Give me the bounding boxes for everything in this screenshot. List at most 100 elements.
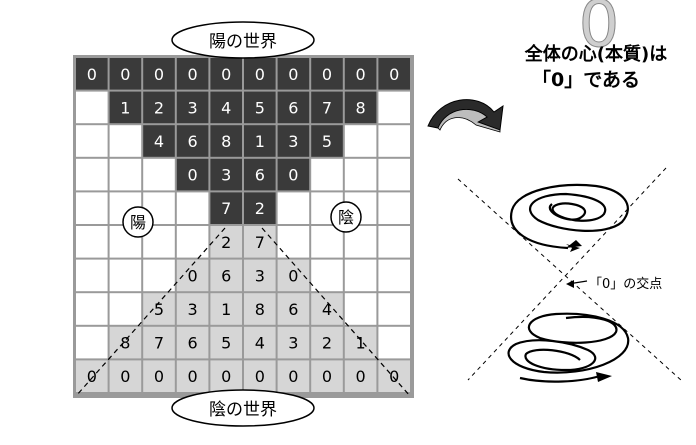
grid-cell-r2-c1 xyxy=(109,125,142,157)
bottom-label: 陰の世界 xyxy=(209,400,277,420)
grid-cell-r6-c8 xyxy=(344,259,377,292)
grid-cell-r8-c5 xyxy=(244,326,276,359)
grid-number-r0-c9: 0 xyxy=(389,65,399,84)
grid-number-r9-c7: 0 xyxy=(322,367,332,386)
grid-number-r0-c8: 0 xyxy=(356,65,366,84)
grid-number-r9-c8: 0 xyxy=(356,367,366,386)
grid-number-r2-c7: 5 xyxy=(322,132,332,151)
grid-number-r9-c2: 0 xyxy=(154,367,164,386)
grid-cell-r0-c1 xyxy=(109,58,142,90)
grid-cell-r9-c6 xyxy=(277,360,310,392)
grid-cell-r2-c0 xyxy=(76,125,108,157)
grid-cell-r9-c4 xyxy=(210,360,242,392)
grid-number-r0-c3: 0 xyxy=(188,65,198,84)
grid-cell-r1-c2 xyxy=(143,91,175,124)
grid-number-r1-c1: 1 xyxy=(120,98,130,117)
grid-cell-r2-c4 xyxy=(210,125,242,157)
grid-cell-r1-c6 xyxy=(277,91,310,124)
grid-cell-r9-c1 xyxy=(109,360,142,392)
grid-number-r7-c2: 5 xyxy=(154,300,164,319)
grid-number-r2-c4: 8 xyxy=(221,132,231,151)
grid-cell-r4-c0 xyxy=(76,192,108,224)
grid-cell-r0-c9 xyxy=(378,58,410,90)
right-diagonal-dashed-line xyxy=(261,227,411,397)
yin-label: 陰 xyxy=(338,208,354,227)
grid-cell-r7-c9 xyxy=(378,293,410,325)
grid-number-r3-c4: 3 xyxy=(221,166,231,185)
grid-cell-r5-c4 xyxy=(210,226,242,258)
grid-cell-r8-c0 xyxy=(76,326,108,359)
grid-number-r6-c5: 3 xyxy=(255,266,265,285)
grid-number-r0-c5: 0 xyxy=(255,65,265,84)
grid-cell-r8-c1 xyxy=(109,326,142,359)
grid-cell-r0-c2 xyxy=(143,58,175,90)
grid-cell-r0-c3 xyxy=(176,58,209,90)
grid-cell-r7-c2 xyxy=(143,293,175,325)
grid-number-r1-c4: 4 xyxy=(221,98,231,117)
grid-cell-r8-c2 xyxy=(143,326,175,359)
grid-number-r8-c2: 7 xyxy=(154,334,164,353)
grid-cell-r0-c6 xyxy=(277,58,310,90)
grid-cell-r6-c4 xyxy=(210,259,242,292)
grid-cell-r6-c0 xyxy=(76,259,108,292)
grid-number-r9-c5: 0 xyxy=(255,367,265,386)
grid-cell-r0-c8 xyxy=(344,58,377,90)
grid-cell-r0-c4 xyxy=(210,58,242,90)
grid-cell-r7-c7 xyxy=(311,293,343,325)
grid-number-r1-c3: 3 xyxy=(188,98,198,117)
grid-number-r8-c3: 6 xyxy=(188,334,198,353)
grid-number-r3-c6: 0 xyxy=(288,166,298,185)
grid-cell-r5-c5 xyxy=(244,226,276,258)
grid-cell-r9-c3 xyxy=(176,360,209,392)
grid-cell-r3-c4 xyxy=(210,158,242,191)
grid-cell-r1-c7 xyxy=(311,91,343,124)
grid-number-r1-c8: 8 xyxy=(356,98,366,117)
grid-cell-r3-c2 xyxy=(143,158,175,191)
grid-number-r8-c5: 4 xyxy=(255,334,265,353)
upper-spiral xyxy=(509,183,629,250)
grid-number-r1-c6: 6 xyxy=(288,98,298,117)
grid-cell-r6-c2 xyxy=(143,259,175,292)
grid-cell-r7-c1 xyxy=(109,293,142,325)
grid-number-r1-c2: 2 xyxy=(154,98,164,117)
grid-cell-r4-c9 xyxy=(378,192,410,224)
grid-cell-r2-c6 xyxy=(277,125,310,157)
lower-spiral-arrow-icon xyxy=(596,372,612,382)
grid-number-r2-c2: 4 xyxy=(154,132,164,151)
grid-cell-r3-c6 xyxy=(277,158,310,191)
grid-cell-r8-c6 xyxy=(277,326,310,359)
grid-cell-r1-c1 xyxy=(109,91,142,124)
grid-number-r3-c5: 6 xyxy=(255,166,265,185)
curved-arrow-icon xyxy=(427,99,504,133)
grid-cell-r7-c5 xyxy=(244,293,276,325)
grid-number-r2-c3: 6 xyxy=(188,132,198,151)
grid-cell-r1-c8 xyxy=(344,91,377,124)
grid-number-r8-c1: 8 xyxy=(120,334,130,353)
top-label-ellipse xyxy=(171,21,315,59)
grid-number-r7-c4: 1 xyxy=(221,300,231,319)
grid-cell-r7-c0 xyxy=(76,293,108,325)
grid-number-r3-c3: 0 xyxy=(188,166,198,185)
grid-number-r4-c4: 7 xyxy=(221,199,231,218)
grid-cell-r2-c3 xyxy=(176,125,209,157)
grid-number-r4-c5: 2 xyxy=(255,199,265,218)
upper-spiral-arrow-icon xyxy=(566,240,582,248)
top-label: 陽の世界 xyxy=(209,32,277,52)
grid-cell-r5-c7 xyxy=(311,226,343,258)
grid-cell-r6-c5 xyxy=(244,259,276,292)
grid-number-r7-c5: 8 xyxy=(255,300,265,319)
grid-cell-r7-c4 xyxy=(210,293,242,325)
grid-number-r2-c6: 3 xyxy=(288,132,298,151)
grid-number-r0-c6: 0 xyxy=(288,65,298,84)
grid-number-r6-c4: 6 xyxy=(221,266,231,285)
grid-cell-r6-c9 xyxy=(378,259,410,292)
grid-number-r7-c3: 3 xyxy=(188,300,198,319)
grid-cell-r3-c9 xyxy=(378,158,410,191)
grid-cell-r0-c0 xyxy=(76,58,108,90)
grid-number-r0-c4: 0 xyxy=(221,65,231,84)
lower-spiral xyxy=(507,312,630,374)
yang-label: 陽 xyxy=(130,213,146,232)
grid-number-r6-c3: 0 xyxy=(188,266,198,285)
grid-cell-r0-c5 xyxy=(244,58,276,90)
grid-cell-r9-c7 xyxy=(311,360,343,392)
